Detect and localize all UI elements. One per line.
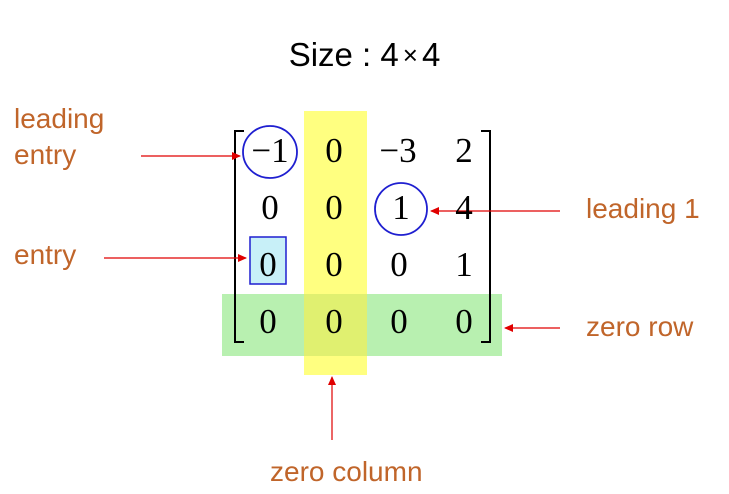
matrix-cell-r1-c1: −1 [251, 131, 289, 170]
matrix-cell-r1-c2: 0 [325, 131, 343, 170]
matrix-cell-r4-c4: 0 [455, 302, 473, 341]
matrix-cell-r2-c4: 4 [455, 188, 473, 227]
matrix-cell-r2-c1: 0 [261, 188, 279, 227]
highlight-overlap [304, 294, 367, 356]
matrix-cell-r1-c3: −3 [379, 131, 417, 170]
entry-label: entry [14, 239, 77, 270]
leading-one-label: leading 1 [586, 193, 700, 224]
matrix-cell-r1-c4: 2 [455, 131, 473, 170]
right-bracket [481, 130, 491, 343]
leading-entry-label-line2: entry [14, 139, 77, 170]
title-suffix: 4 [421, 36, 441, 73]
matrix-size-title: Size : 4×4 [0, 36, 729, 74]
matrix-cell-r3-c3: 0 [390, 245, 408, 284]
matrix-cell-r4-c3: 0 [390, 302, 408, 341]
leading-entry-label: leading entry [14, 101, 104, 173]
matrix-cell-r2-c2: 0 [325, 188, 343, 227]
leading-entry-circle [242, 125, 298, 179]
matrix-cell-r4-c2: 0 [325, 302, 343, 341]
left-bracket [234, 130, 244, 343]
times-symbol: × [402, 40, 418, 70]
title-prefix: Size : 4 [288, 36, 399, 73]
leading-one-circle [374, 182, 428, 236]
zero-row-label: zero row [586, 311, 694, 342]
matrix-cell-r4-c1: 0 [259, 302, 277, 341]
leading-entry-label-line1: leading [14, 103, 105, 134]
matrix-cell-r2-c3: 1 [392, 188, 410, 227]
matrix-cell-r3-c4: 1 [455, 245, 473, 284]
matrix-cell-r3-c2: 0 [325, 245, 343, 284]
entry-box [249, 236, 287, 285]
zero-column-label: zero column [270, 456, 423, 487]
matrix-cell-r3-c1: 0 [259, 245, 277, 284]
